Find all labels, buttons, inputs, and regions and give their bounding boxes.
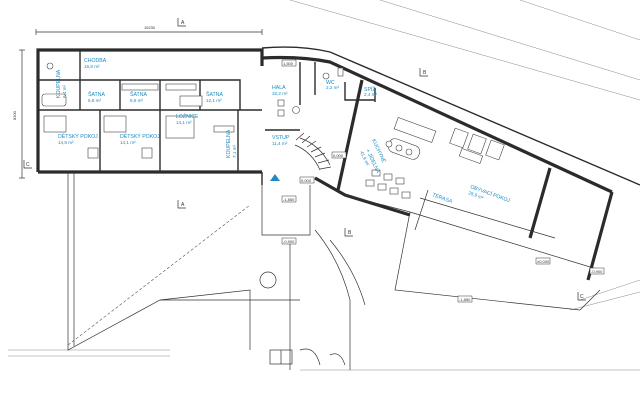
wc-toilet xyxy=(322,72,330,80)
room-name-hala: HALA xyxy=(272,85,286,91)
room-area-wc: 2,2 m² xyxy=(326,85,339,90)
section-mark-b-top: B xyxy=(423,70,427,76)
room-area-hala: 32,2 m² xyxy=(272,91,288,96)
room-area-detsky-1: 14,8 m² xyxy=(58,140,74,145)
level-marker-2: 0,000 xyxy=(333,153,344,158)
room-area-spiz: 2,4 m² xyxy=(364,92,377,97)
sofa-3 xyxy=(485,139,505,161)
level-markers: 1,500 0,000 -1,850 0,000 -0,900 -1,850 -… xyxy=(281,59,605,303)
level-marker-6: -1,850 xyxy=(459,297,471,302)
dim-top: 15230 xyxy=(144,25,156,30)
sofa-1 xyxy=(449,127,469,149)
section-mark-b-bottom: B xyxy=(348,230,352,236)
room-name-vstup: VSTUP xyxy=(272,135,290,141)
room-area-satna-1: 5,8 m² xyxy=(88,98,101,103)
room-name-loznice: LOŽNICE xyxy=(176,112,199,120)
level-marker-3: -1,850 xyxy=(283,197,295,202)
level-marker-5: -0,900 xyxy=(283,239,295,244)
left-dimension: 8300 xyxy=(12,49,25,179)
dining-table xyxy=(387,138,421,160)
room-area-koupelna-2: 7,1 m² xyxy=(232,145,237,158)
room-area-chodba: 16,8 m² xyxy=(84,64,100,69)
planter-circle xyxy=(259,271,277,289)
room-area-obyvaci: 28,9 m² xyxy=(468,190,485,200)
kitchen-island xyxy=(393,117,437,143)
room-name-wc: WC xyxy=(326,80,335,86)
room-name-koupelna-2: KOUPELNA xyxy=(226,129,232,158)
wc-sink xyxy=(337,67,344,77)
hall-plant xyxy=(292,106,300,114)
room-area-satna-3: 12,1 m² xyxy=(206,98,222,103)
site-lines xyxy=(8,0,640,371)
room-area-detsky-2: 14,1 m² xyxy=(120,140,136,145)
dim-left: 8300 xyxy=(12,110,17,120)
room-name-detsky-2: DĚTSKÝ POKOJ xyxy=(120,132,160,140)
lower-terrace xyxy=(67,172,601,370)
fixtures xyxy=(41,62,505,199)
bed-1 xyxy=(43,115,67,133)
bed-3 xyxy=(165,115,195,139)
wardrobe-2 xyxy=(165,83,197,91)
entry-marker-icon xyxy=(270,174,280,181)
section-mark-c-left: C xyxy=(26,162,30,168)
wardrobe-1 xyxy=(121,83,159,91)
room-area-jidelna: 41,9 m² xyxy=(359,150,370,167)
room-name-satna-2: ŠATNA xyxy=(130,91,147,98)
top-dimension: 15230 xyxy=(35,25,263,35)
section-markers: A A B B C C xyxy=(23,18,586,301)
coffee-table xyxy=(458,148,484,164)
bed-2 xyxy=(103,115,127,133)
level-marker-1: 1,500 xyxy=(283,61,294,66)
bathtub xyxy=(41,93,67,107)
section-mark-c-right: C xyxy=(580,294,584,300)
room-name-chodba: CHODBA xyxy=(84,58,107,64)
room-area-koupelna-1: 6,4 m² xyxy=(62,85,67,98)
hall-chair-2 xyxy=(277,109,285,117)
room-area-loznice: 14,1 m² xyxy=(176,120,192,125)
room-name-spiz: SPÍŽ xyxy=(364,85,376,93)
building-walls xyxy=(36,46,640,281)
toilet xyxy=(46,62,54,70)
desk-1 xyxy=(87,147,99,159)
room-name-koupelna-1: KOUPELNA xyxy=(56,69,62,98)
vanity xyxy=(213,125,235,133)
room-name-satna-3: ŠATNA xyxy=(206,91,223,98)
staircase xyxy=(294,132,332,171)
room-name-detsky-1: DĚTSKÝ POKOJ xyxy=(58,132,98,140)
room-name-terasa: TERASA xyxy=(431,192,453,205)
room-area-vstup: 11,4 m² xyxy=(272,141,288,146)
sofa-2 xyxy=(467,133,487,155)
room-area-satna-2: 6,8 m² xyxy=(130,98,143,103)
hall-chair-1 xyxy=(277,99,285,107)
section-mark-a-bottom: A xyxy=(181,202,185,208)
level-marker-8: ±0,000 xyxy=(537,259,550,264)
section-mark-a-top: A xyxy=(181,20,185,26)
room-name-satna-1: ŠATNA xyxy=(88,91,105,98)
desk-2 xyxy=(141,147,153,159)
wardrobe-3 xyxy=(179,95,203,107)
level-marker-7: -0,900 xyxy=(591,269,603,274)
level-marker-4: 0,000 xyxy=(301,178,312,183)
